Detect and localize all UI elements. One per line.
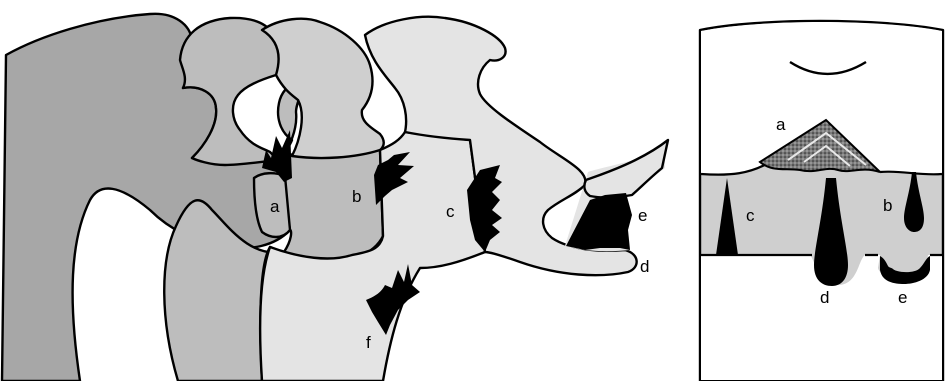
label-b-right: b xyxy=(883,196,892,215)
label-c-left: c xyxy=(446,202,455,221)
label-d-right: d xyxy=(820,288,829,307)
label-c-right: c xyxy=(746,206,755,225)
label-f-left: f xyxy=(366,333,371,352)
right-panel: a c b d e xyxy=(700,21,943,381)
left-panel: a b c e d f xyxy=(2,14,668,381)
stage-3-upper-tongue xyxy=(584,140,668,197)
label-b-left: b xyxy=(352,187,361,206)
label-d-left: d xyxy=(640,257,649,276)
label-e-right: e xyxy=(898,288,907,307)
label-a-left: a xyxy=(270,197,280,216)
label-e-left: e xyxy=(638,206,647,225)
label-a-right: a xyxy=(776,115,786,134)
